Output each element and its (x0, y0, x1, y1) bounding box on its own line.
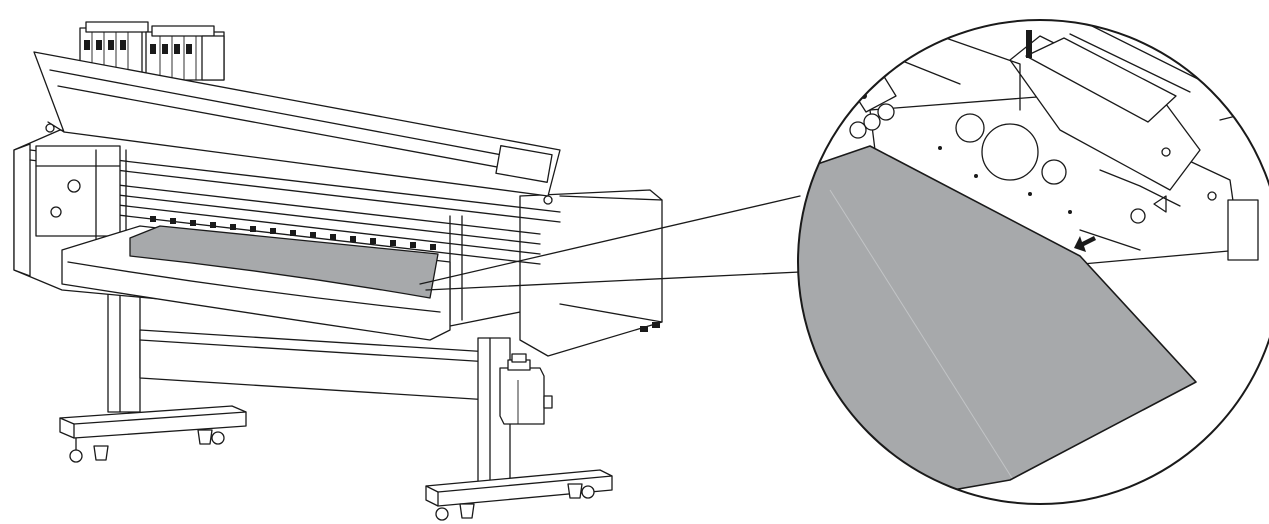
media-sheet-zoomed (798, 145, 1197, 504)
arrow-down-left-icon (1074, 236, 1096, 252)
waste-ink-bottle (499, 353, 553, 425)
printer-illustration (13, 21, 801, 521)
front-cover-lid (33, 51, 561, 205)
callout-line-top (419, 195, 801, 285)
ink-cartridges (79, 21, 225, 81)
pinch-rollers (150, 216, 436, 250)
callout-line-bottom (425, 271, 801, 291)
alignment-triangle-icon (1153, 195, 1167, 213)
zoom-detail (797, 19, 1269, 505)
media-sheet (129, 225, 439, 299)
stand (59, 287, 613, 521)
